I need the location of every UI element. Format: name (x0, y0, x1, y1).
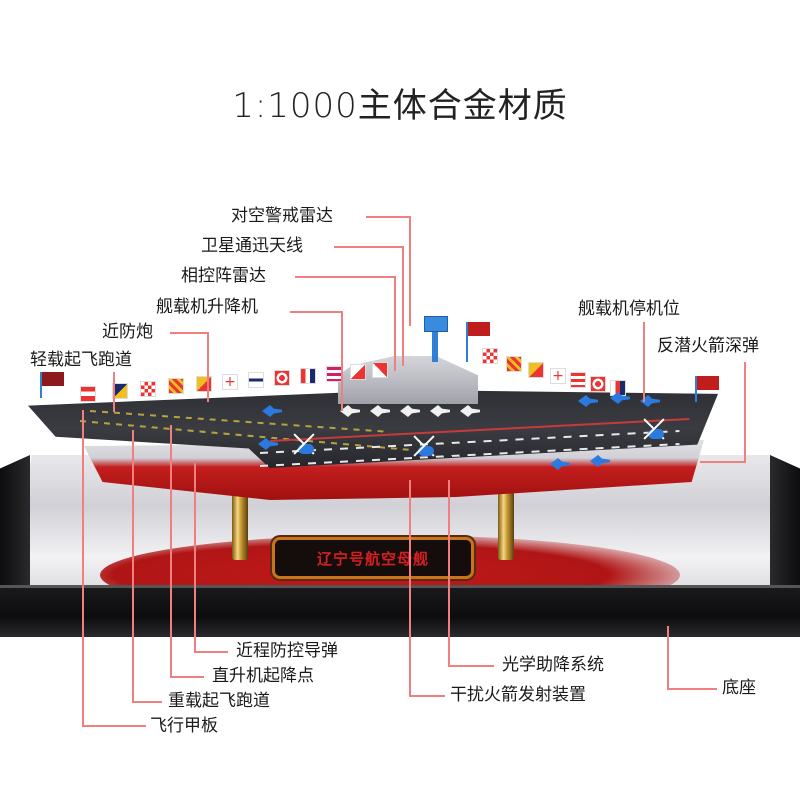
label-decoy-launcher: 干扰火箭发射装置 (450, 685, 586, 705)
signal-flag (590, 376, 606, 392)
label-air-search-radar: 对空警戒雷达 (231, 206, 333, 226)
signal-flag (506, 356, 522, 372)
signal-flag (372, 362, 388, 378)
leader-line (366, 216, 410, 218)
flag-pole-stern (695, 376, 697, 402)
leader-line (744, 362, 746, 462)
leader-line (113, 372, 115, 412)
label-close-range-missile: 近程防控导弹 (236, 641, 338, 661)
leader-line (194, 651, 228, 653)
label-helipad: 直升机起降点 (212, 666, 314, 686)
signal-flag: + (222, 374, 238, 390)
leader-line (290, 311, 342, 313)
signal-flag (112, 383, 128, 399)
flag-pole-island (466, 322, 468, 362)
label-heavy-takeoff-runway: 重载起飞跑道 (168, 691, 270, 711)
label-flight-deck: 飞行甲板 (150, 716, 218, 736)
leader-line (207, 332, 209, 402)
signal-flag (482, 348, 498, 364)
flag-pole-bow (40, 372, 42, 398)
leader-line (170, 676, 204, 678)
label-phased-array-radar: 相控阵雷达 (181, 266, 266, 286)
leader-line (132, 430, 134, 702)
helicopter (290, 430, 318, 458)
signal-flag (248, 372, 264, 388)
leader-line (341, 311, 343, 411)
display-base-right-edge (770, 455, 800, 590)
signal-flag (350, 364, 366, 380)
flag-stern (697, 376, 719, 390)
page-title: 1:1000主体合金材质 (232, 86, 568, 126)
signal-flag (80, 386, 96, 402)
signal-flag (326, 366, 342, 382)
signal-flag (196, 376, 212, 392)
leader-line (334, 246, 403, 248)
leader-line (82, 725, 146, 727)
signal-flag (300, 368, 316, 384)
flag-island (468, 322, 490, 336)
leader-line (394, 276, 396, 371)
leader-line (667, 626, 669, 689)
helicopter (410, 432, 438, 460)
label-asw-rocket: 反潜火箭深弹 (657, 336, 759, 356)
flag-bow (42, 372, 64, 386)
leader-line (643, 322, 645, 402)
leader-line (82, 410, 84, 726)
signal-flag (168, 378, 184, 394)
display-base-left-edge (0, 455, 30, 590)
label-light-takeoff-runway: 轻载起飞跑道 (30, 350, 132, 370)
label-aircraft-parking: 舰载机停机位 (578, 299, 680, 319)
helicopter (640, 415, 668, 443)
leader-line (700, 461, 746, 463)
nameplate-text: 辽宁号航空母舰 (316, 549, 429, 568)
label-optical-landing-system: 光学助降系统 (502, 655, 604, 675)
air-search-radar (424, 316, 448, 332)
leader-line (132, 701, 162, 703)
signal-flag (570, 372, 586, 388)
nameplate: 辽宁号航空母舰 (272, 537, 474, 579)
leader-line (170, 425, 172, 677)
leader-line (667, 688, 717, 690)
leader-line (409, 480, 411, 696)
leader-line (448, 665, 494, 667)
leader-line (409, 216, 411, 326)
mast (432, 322, 438, 362)
label-base: 底座 (722, 678, 756, 698)
signal-flag (140, 381, 156, 397)
display-base-rim (0, 585, 800, 588)
leader-line (295, 276, 395, 278)
display-base-front (0, 585, 800, 637)
leader-line (409, 695, 445, 697)
signal-flag: + (550, 368, 566, 384)
label-aircraft-elevator: 舰载机升降机 (156, 297, 258, 317)
leader-line (448, 480, 450, 666)
leader-line (402, 246, 404, 366)
label-ciws: 近防炮 (102, 322, 153, 342)
leader-line (170, 332, 208, 334)
leader-line (194, 463, 196, 652)
signal-flag (274, 370, 290, 386)
signal-flag (528, 362, 544, 378)
label-satcom-antenna: 卫星通迅天线 (201, 236, 303, 256)
